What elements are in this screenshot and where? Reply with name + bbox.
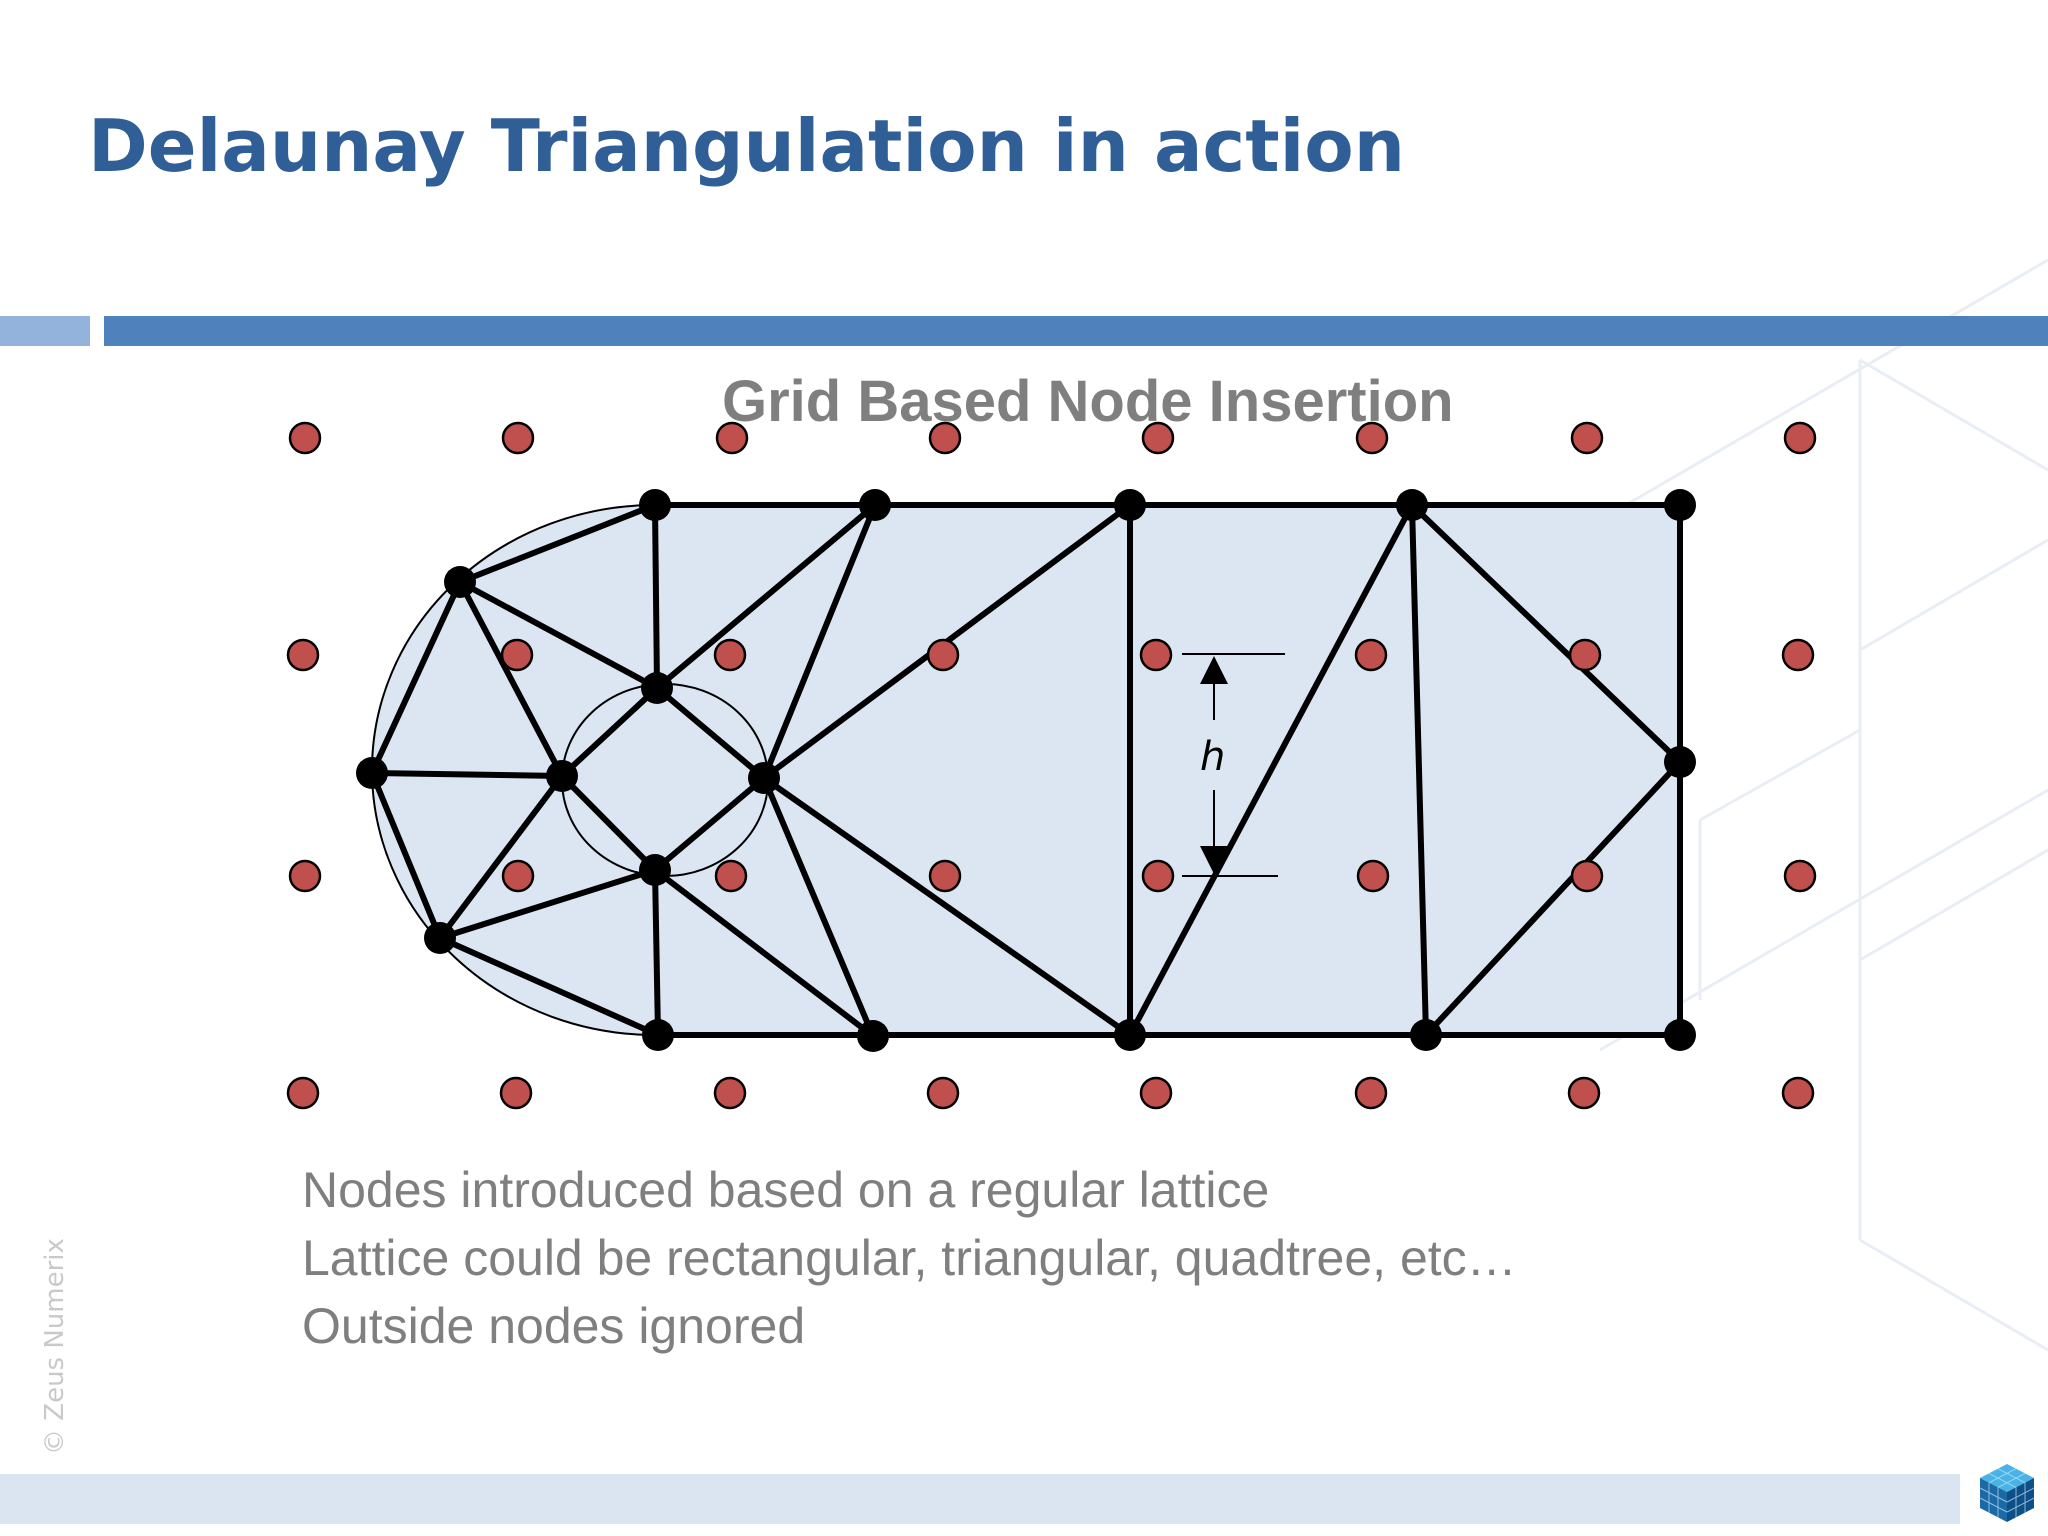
- grid-node: [1141, 421, 1175, 455]
- footer-band: [0, 1474, 1960, 1524]
- grid-node: [286, 1076, 320, 1110]
- mesh-node: [444, 566, 476, 598]
- mesh-node: [546, 760, 578, 792]
- mesh-node: [1396, 489, 1428, 521]
- grid-node: [501, 421, 535, 455]
- grid-node: [1139, 638, 1173, 672]
- grid-node: [1567, 1076, 1601, 1110]
- grid-node: [1781, 638, 1815, 672]
- grid-node: [1568, 638, 1602, 672]
- title-divider-accent: [0, 316, 90, 346]
- mesh-node: [1664, 746, 1696, 778]
- mesh-node: [1114, 1019, 1146, 1051]
- cube-logo-icon: [1979, 1464, 2035, 1522]
- grid-node: [715, 421, 749, 455]
- grid-node: [499, 1076, 533, 1110]
- grid-node: [714, 859, 748, 893]
- bullet-item: Outside nodes ignored: [302, 1298, 806, 1354]
- grid-node: [1139, 1076, 1173, 1110]
- mesh-node: [1410, 1019, 1442, 1051]
- grid-node: [926, 1076, 960, 1110]
- grid-nodes: [286, 421, 1817, 1110]
- grid-node: [1354, 638, 1388, 672]
- grid-node: [286, 638, 320, 672]
- grid-node: [1354, 1076, 1388, 1110]
- grid-node: [1356, 859, 1390, 893]
- mesh-node: [1664, 489, 1696, 521]
- mesh-node: [424, 922, 456, 954]
- bullet-list: Nodes introduced based on a regular latt…: [302, 1156, 1517, 1360]
- mesh-node: [639, 489, 671, 521]
- grid-node: [928, 421, 962, 455]
- bullet-item: Nodes introduced based on a regular latt…: [302, 1162, 1270, 1218]
- mesh-node: [642, 1019, 674, 1051]
- grid-node: [501, 859, 535, 893]
- slide-title: Delaunay Triangulation in action: [88, 104, 1406, 188]
- spacing-dimension: [1182, 653, 1285, 877]
- grid-node: [1355, 421, 1389, 455]
- grid-node: [926, 638, 960, 672]
- grid-node: [1141, 859, 1175, 893]
- spacing-label: h: [1200, 734, 1225, 780]
- grid-node: [288, 859, 322, 893]
- grid-node: [1783, 859, 1817, 893]
- grid-node: [1783, 421, 1817, 455]
- copyright-notice: © Zeus Numerix: [40, 1238, 70, 1455]
- grid-node: [713, 1076, 747, 1110]
- grid-node: [1781, 1076, 1815, 1110]
- mesh-node: [356, 757, 388, 789]
- mesh-nodes: [356, 489, 1696, 1052]
- grid-node: [1570, 421, 1604, 455]
- grid-node: [928, 859, 962, 893]
- mesh-node: [748, 762, 780, 794]
- bullet-item: Lattice could be rectangular, triangular…: [302, 1230, 1517, 1286]
- grid-node: [1570, 859, 1604, 893]
- diagram-subtitle: Grid Based Node Insertion: [722, 369, 1454, 434]
- grid-node: [713, 638, 747, 672]
- grid-node: [288, 421, 322, 455]
- title-divider-bar: [104, 316, 2048, 346]
- mesh-node: [859, 489, 891, 521]
- grid-node: [500, 638, 534, 672]
- mesh-node: [1664, 1019, 1696, 1051]
- mesh-node: [639, 854, 671, 886]
- mesh-node: [1114, 489, 1146, 521]
- mesh-node: [641, 672, 673, 704]
- mesh-edges: [369, 502, 1683, 1039]
- mesh-node: [857, 1020, 889, 1052]
